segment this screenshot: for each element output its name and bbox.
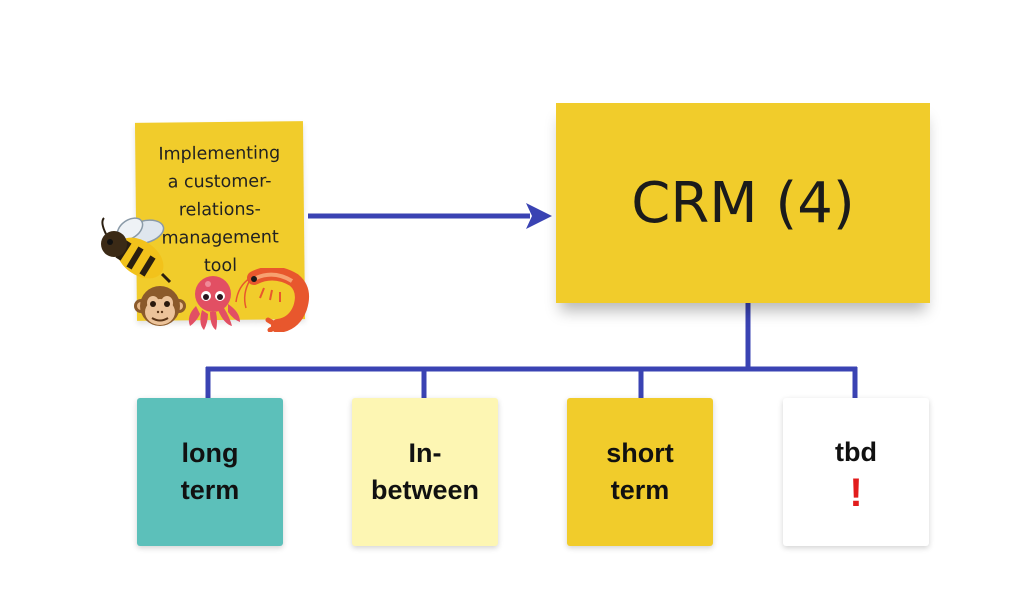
category-card-long-term[interactable]: long term — [137, 398, 283, 546]
category-card-in-between[interactable]: In- between — [352, 398, 498, 546]
arrowhead-icon — [526, 203, 552, 229]
crm-sticky-note[interactable]: CRM (4) — [556, 103, 930, 303]
monkey-face-icon — [134, 286, 186, 326]
category-label: long term — [180, 438, 240, 505]
bee-icon — [101, 217, 172, 284]
exclamation-icon: ! — [849, 471, 863, 515]
category-card-short-term[interactable]: short term — [567, 398, 713, 546]
crm-note-title: CRM (4) — [631, 170, 855, 236]
category-label: tbd — [835, 437, 877, 467]
category-label: In- between — [370, 438, 480, 505]
category-card-tbd[interactable]: tbd ! — [783, 398, 929, 546]
shrimp-icon — [235, 268, 309, 332]
category-label: short term — [606, 438, 674, 505]
octopus-icon — [188, 276, 240, 330]
